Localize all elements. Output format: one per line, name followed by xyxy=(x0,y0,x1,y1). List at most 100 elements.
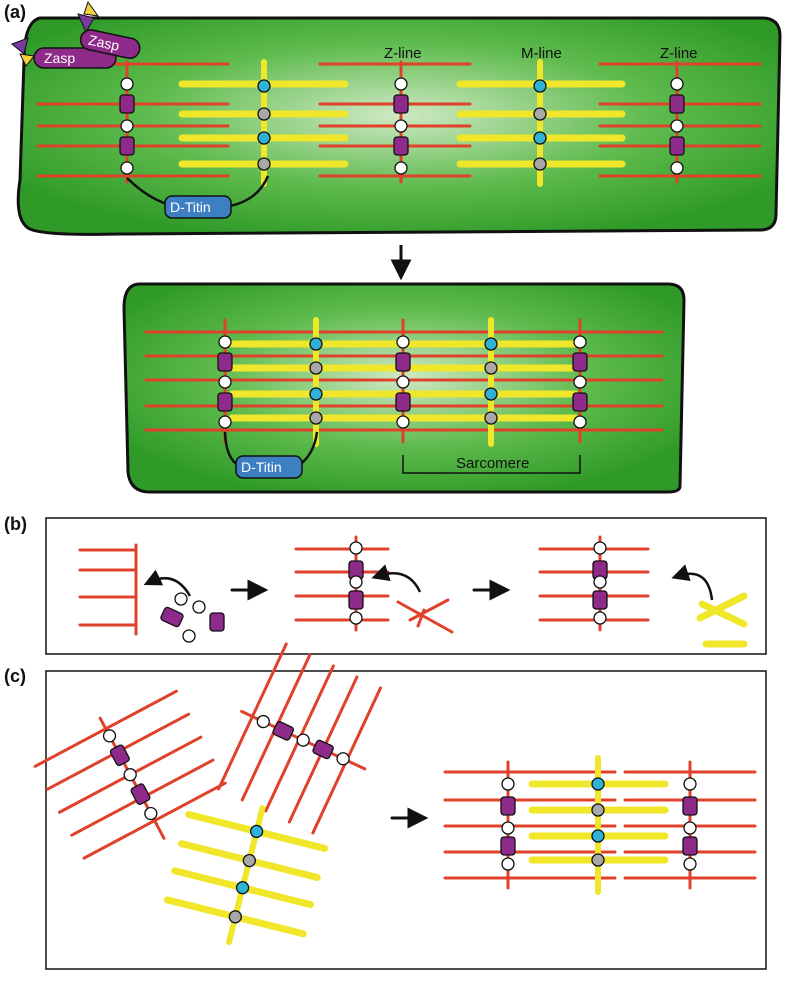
alpha-actinin-circle xyxy=(501,821,515,835)
zasp-box xyxy=(682,796,698,816)
zasp-box xyxy=(217,392,233,412)
actin-fragment xyxy=(396,600,454,634)
zasp-box xyxy=(217,352,233,372)
alpha-actinin-circle xyxy=(683,821,697,835)
alpha-actinin-circle xyxy=(683,777,697,791)
m-line-node xyxy=(309,387,323,401)
panel-b-letter: (b) xyxy=(4,514,27,534)
d-titin-bottom: D-Titin xyxy=(235,455,303,479)
z-line-label-1: Z-line xyxy=(384,45,422,62)
d-titin-top: D-Titin xyxy=(164,195,232,219)
alpha-actinin-circle xyxy=(192,600,206,614)
m-line-node xyxy=(309,411,323,425)
m-line-node xyxy=(242,853,257,868)
alpha-actinin-circle xyxy=(349,575,363,589)
zasp-box xyxy=(669,94,685,114)
alpha-actinin-circle xyxy=(182,629,196,643)
d-titin-top-label: D-Titin xyxy=(170,199,211,215)
m-line-node xyxy=(257,157,271,171)
panel-a-letter: (a) xyxy=(4,2,26,22)
zasp-box xyxy=(393,136,409,156)
zasp-box xyxy=(500,796,516,816)
zasp-box xyxy=(130,783,151,805)
alpha-actinin-circle xyxy=(394,119,408,133)
zasp-box xyxy=(119,94,135,114)
zasp-box xyxy=(500,836,516,856)
zasp-box xyxy=(348,590,364,610)
alpha-actinin-circle xyxy=(670,119,684,133)
sarcomere-bracket xyxy=(402,455,581,474)
zasp-label-2: Zasp xyxy=(87,32,121,54)
m-line-node xyxy=(257,107,271,121)
zasp-box xyxy=(160,606,184,628)
myosin-fragment xyxy=(696,592,748,622)
alpha-actinin-circle xyxy=(102,729,117,743)
m-line-node xyxy=(591,803,605,817)
panel-c-content xyxy=(33,642,757,946)
alpha-actinin-circle xyxy=(683,857,697,871)
m-line-node xyxy=(533,157,547,171)
zasp-box xyxy=(119,136,135,156)
curved-arrow xyxy=(671,564,714,601)
alpha-actinin-circle xyxy=(593,611,607,625)
alpha-actinin-circle xyxy=(218,335,232,349)
alpha-actinin-circle xyxy=(336,752,350,766)
zasp-box xyxy=(312,739,334,760)
zasp-protein-2: Zasp xyxy=(79,29,141,59)
m-line-node xyxy=(533,131,547,145)
m-line-label: M-line xyxy=(521,45,562,62)
alpha-actinin-circle xyxy=(593,541,607,555)
alpha-actinin-circle xyxy=(396,415,410,429)
m-line-cluster xyxy=(163,805,329,946)
zasp-box xyxy=(393,94,409,114)
zasp-domain-cluster xyxy=(11,0,100,67)
actin-fragment xyxy=(408,598,450,622)
curved-arrow xyxy=(143,569,192,597)
alpha-actinin-circle xyxy=(296,733,310,747)
alpha-actinin-circle xyxy=(144,806,158,821)
alpha-actinin-circle xyxy=(120,119,134,133)
alpha-actinin-circle xyxy=(218,375,232,389)
m-line-node xyxy=(235,881,250,895)
alpha-actinin-circle xyxy=(396,375,410,389)
alpha-actinin-circle xyxy=(256,714,270,729)
m-line-node xyxy=(533,79,547,93)
zasp-label-1: Zasp xyxy=(44,50,75,66)
zasp-box xyxy=(572,392,588,412)
sarcomere-label: Sarcomere xyxy=(456,455,529,472)
zasp-box xyxy=(572,352,588,372)
z-disc-cluster-left xyxy=(33,689,227,860)
m-line-node xyxy=(533,107,547,121)
m-line-node xyxy=(591,777,605,791)
m-line-node xyxy=(309,337,323,351)
alpha-actinin-circle xyxy=(218,415,232,429)
bottom-cell-filaments xyxy=(144,317,664,447)
m-line-node xyxy=(228,910,242,924)
alpha-actinin-circle xyxy=(573,375,587,389)
m-line-node xyxy=(484,361,498,375)
alpha-actinin-circle xyxy=(396,335,410,349)
z-line-label-2: Z-line xyxy=(660,45,698,62)
actin-fragment xyxy=(416,608,426,628)
alpha-actinin-circle xyxy=(120,161,134,175)
alpha-actinin-circle xyxy=(349,541,363,555)
m-line-node xyxy=(591,829,605,843)
m-line-node xyxy=(257,79,271,93)
alpha-actinin-circle xyxy=(670,77,684,91)
panel-b-frame xyxy=(45,517,767,655)
curved-arrow xyxy=(371,564,422,593)
m-line-node xyxy=(484,387,498,401)
alpha-actinin-circle xyxy=(573,415,587,429)
zasp-box xyxy=(669,136,685,156)
zasp-box xyxy=(209,612,225,632)
m-line-node xyxy=(309,361,323,375)
m-line-node xyxy=(249,824,264,839)
zasp-box xyxy=(395,352,411,372)
alpha-actinin-circle xyxy=(670,161,684,175)
top-cell-filaments xyxy=(36,59,762,187)
alpha-actinin-circle xyxy=(394,77,408,91)
alpha-actinin-circle xyxy=(593,575,607,589)
zasp-protein-1: Zasp xyxy=(33,47,117,69)
alpha-actinin-circle xyxy=(573,335,587,349)
